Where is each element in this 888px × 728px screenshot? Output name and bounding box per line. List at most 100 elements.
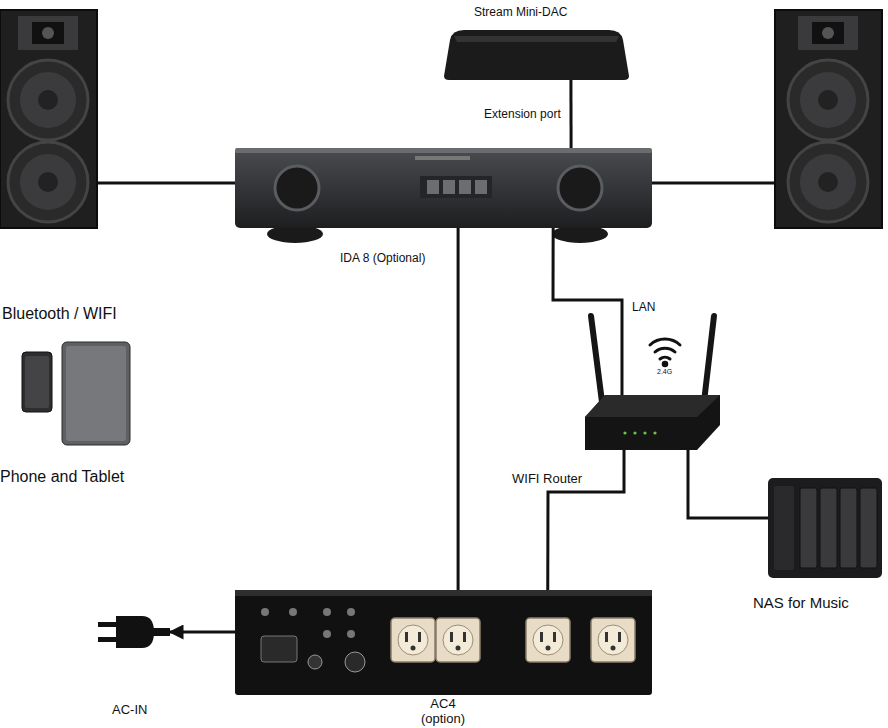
node-label: AC4 (option) bbox=[413, 697, 473, 727]
left-speaker-part bbox=[42, 27, 54, 39]
right-speaker bbox=[775, 10, 882, 228]
ground-post bbox=[345, 652, 365, 672]
right-speaker-part bbox=[788, 142, 868, 222]
router-leds-part bbox=[643, 431, 646, 434]
router-antenna-part bbox=[591, 316, 602, 402]
plug-prongs bbox=[98, 622, 118, 642]
nas-bays bbox=[800, 488, 877, 568]
display-segments-part bbox=[427, 180, 439, 194]
plug-body bbox=[116, 616, 154, 648]
power-socket-part bbox=[411, 646, 416, 651]
wifi-icon-part bbox=[655, 348, 675, 352]
cable-connector bbox=[170, 631, 235, 634]
amp-body bbox=[235, 148, 652, 228]
router-antenna-part bbox=[704, 316, 714, 402]
amp-knob bbox=[558, 166, 602, 210]
power-socket-part bbox=[450, 632, 453, 642]
power-socket-part bbox=[540, 632, 543, 642]
right-speaker-part bbox=[800, 154, 856, 210]
nas-bays-part bbox=[840, 488, 857, 568]
left-speaker-part bbox=[0, 10, 97, 228]
left-speaker-part bbox=[32, 22, 64, 44]
display-segments-part bbox=[475, 180, 487, 194]
power-socket bbox=[391, 618, 435, 662]
device-node: AC-IN bbox=[98, 612, 170, 652]
power-socket bbox=[591, 618, 635, 662]
connector-label: LAN bbox=[632, 301, 655, 315]
left-speaker-part bbox=[38, 90, 58, 110]
ac4-controls-part bbox=[347, 630, 355, 638]
connector-label: Extension port bbox=[484, 108, 561, 122]
plug-cable bbox=[152, 628, 170, 636]
plug-prongs-part bbox=[98, 622, 118, 627]
amp-top-edge bbox=[235, 148, 652, 153]
node-label: Phone and Tablet bbox=[0, 468, 124, 486]
tablet-screen bbox=[66, 346, 126, 441]
nas-bays-part bbox=[800, 488, 817, 568]
left-speaker-part bbox=[8, 60, 88, 140]
power-socket-part bbox=[611, 646, 616, 651]
left-speaker-part bbox=[8, 142, 88, 222]
router-top bbox=[585, 395, 720, 417]
cable-connector bbox=[548, 450, 624, 590]
left-speaker-part bbox=[20, 72, 76, 128]
power-socket-part bbox=[405, 632, 408, 642]
right-speaker-part bbox=[775, 10, 882, 228]
ground-post bbox=[308, 655, 322, 669]
device-node: NAS for Music bbox=[768, 478, 882, 578]
power-socket-part bbox=[463, 632, 466, 642]
right-speaker-part bbox=[788, 60, 868, 140]
power-socket-part bbox=[443, 625, 473, 655]
device-node: Stream Mini-DAC bbox=[444, 26, 629, 80]
router-leds-part bbox=[653, 431, 656, 434]
power-socket-part bbox=[398, 625, 428, 655]
wifi-icon bbox=[650, 339, 680, 366]
left-speaker-part bbox=[20, 154, 76, 210]
device-shape bbox=[585, 395, 720, 450]
display-segments-part bbox=[459, 180, 471, 194]
left-speaker-part bbox=[18, 16, 78, 50]
speaker-wire-part bbox=[97, 182, 235, 185]
node-label: Stream Mini-DAC bbox=[474, 6, 567, 20]
power-socket-part bbox=[436, 618, 480, 662]
node-label: AC-IN bbox=[112, 703, 147, 718]
right-speaker-part bbox=[798, 16, 858, 50]
power-socket-part bbox=[526, 618, 570, 662]
router-leds-part bbox=[623, 431, 626, 434]
node-label: WIFI Router bbox=[512, 472, 582, 487]
device-node: AC4 (option) bbox=[235, 590, 652, 695]
device-shape bbox=[444, 26, 629, 80]
device-shape bbox=[235, 590, 652, 695]
ac4-controls-part bbox=[347, 608, 355, 616]
router-leds bbox=[623, 431, 656, 434]
device-shape bbox=[235, 148, 652, 228]
dac-face bbox=[454, 36, 619, 42]
cable-connector bbox=[553, 228, 622, 395]
node-label: Bluetooth / WIFI bbox=[2, 305, 117, 323]
device-shape bbox=[768, 478, 882, 578]
router-body bbox=[585, 395, 720, 450]
power-socket-part bbox=[533, 625, 563, 655]
display-segments-part bbox=[443, 180, 455, 194]
nas-front bbox=[774, 486, 794, 570]
right-speaker-part bbox=[800, 72, 856, 128]
nas-body bbox=[768, 478, 882, 578]
right-speaker-part bbox=[818, 172, 838, 192]
power-socket-part bbox=[391, 618, 435, 662]
router-leds-part bbox=[633, 431, 636, 434]
power-socket-part bbox=[598, 625, 628, 655]
amp-knob bbox=[275, 166, 319, 210]
power-socket-part bbox=[456, 646, 461, 651]
wifi-icon-part bbox=[663, 362, 667, 366]
power-socket-part bbox=[591, 618, 635, 662]
cable-connector bbox=[569, 80, 572, 148]
ac4-body bbox=[235, 590, 652, 695]
nas-bays-part bbox=[860, 488, 877, 568]
device-node: Bluetooth / WIFI Phone and Tablet bbox=[0, 300, 140, 490]
right-speaker-part bbox=[822, 27, 834, 39]
cable-connector bbox=[688, 450, 768, 518]
ac4-controls bbox=[261, 608, 355, 638]
device-shape bbox=[98, 612, 170, 652]
node-label: NAS for Music bbox=[753, 594, 849, 611]
right-speaker-part bbox=[812, 22, 844, 44]
